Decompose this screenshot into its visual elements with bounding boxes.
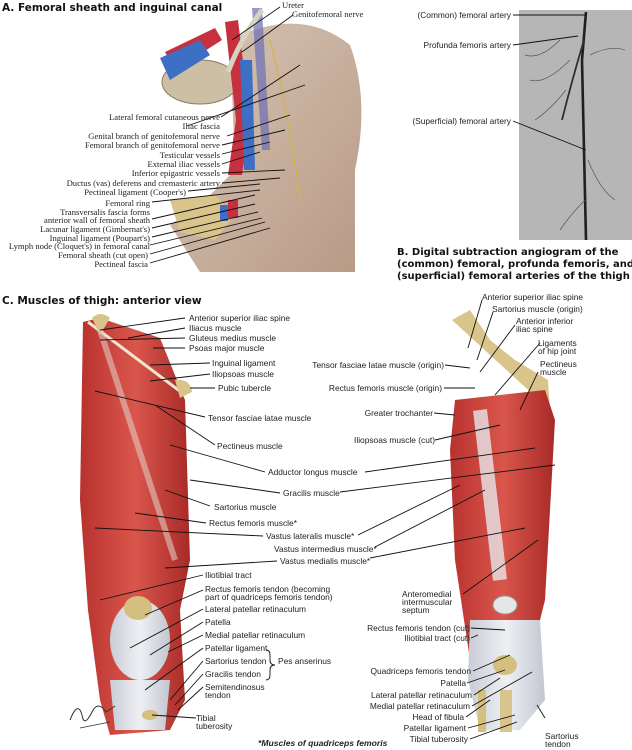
label-c-semitendinosus-1: Semitendinosus	[205, 682, 265, 692]
leader-lines	[94, 6, 587, 740]
netter-signature	[69, 705, 116, 729]
label-r-rectus-origin: Rectus femoris muscle (origin)	[328, 383, 442, 393]
label-external-iliac-vessels: External iliac vessels	[147, 159, 220, 169]
panel-c-left-thigh	[80, 314, 192, 735]
label-r-iliopsoas-cut: Iliopsoas muscle (cut)	[354, 435, 435, 445]
label-c-vastus-intermedius: Vastus intermedius muscle*	[274, 544, 377, 554]
label-r-sartorius-origin: Sartorius muscle (origin)	[492, 304, 583, 314]
panel-c-right-thigh	[450, 310, 555, 732]
panel-c-title: C. Muscles of thigh: anterior view	[2, 295, 202, 307]
label-c-gracilis-tendon: Gracilis tendon	[205, 669, 261, 679]
label-superficial-femoral-artery: (Superficial) femoral artery	[412, 116, 511, 126]
label-inguinal-ligament-poupart: Inguinal ligament (Poupart's)	[49, 233, 150, 243]
label-c-iliotibial-tract: Iliotibial tract	[205, 570, 252, 580]
label-c-rectus-tendon-2: part of quadriceps femoris tendon)	[205, 592, 333, 602]
label-r-medial-retinaculum: Medial patellar retinaculum	[369, 701, 470, 711]
label-c-lateral-patellar-retinaculum: Lateral patellar retinaculum	[205, 604, 307, 614]
label-c-iliacus: Iliacus muscle	[189, 323, 242, 333]
label-lacunar-ligament: Lacunar ligament (Gimbernat's)	[40, 224, 150, 234]
label-ureter: Ureter	[282, 0, 304, 10]
label-r-anteromedial-2: intermuscular	[402, 597, 453, 607]
label-r-lateral-retinaculum: Lateral patellar retinaculum	[370, 690, 472, 700]
label-c-tibial-tuberosity-1: Tibial	[196, 713, 216, 723]
label-c-asis: Anterior superior iliac spine	[189, 313, 291, 323]
label-c-psoas-major: Psoas major muscle	[189, 343, 265, 353]
label-r-sartorius-tendon-1: Sartorius	[545, 731, 579, 741]
footnote-quadriceps: *Muscles of quadriceps femoris	[258, 738, 388, 748]
label-c-gluteus-medius: Gluteus medius muscle	[189, 333, 277, 343]
label-r-anteromedial-1: Anteromedial	[402, 589, 452, 599]
label-r-rectus-tendon-cut: Rectus femoris tendon (cut)	[367, 623, 470, 633]
label-transversalis-fascia-2: anterior wall of femoral sheath	[44, 215, 150, 225]
label-testicular-vessels: Testicular vessels	[159, 150, 220, 160]
label-c-medial-patellar-retinaculum: Medial patellar retinaculum	[205, 630, 306, 640]
label-r-greater-trochanter: Greater trochanter	[364, 408, 433, 418]
label-c-adductor-longus: Adductor longus muscle	[268, 467, 358, 477]
label-femoral-ring: Femoral ring	[105, 198, 150, 208]
label-r-tibial-tuberosity: Tibial tuberosity	[409, 734, 468, 744]
label-inferior-epigastric-vessels: Inferior epigastric vessels	[131, 168, 220, 178]
panel-b-angiogram	[519, 10, 632, 241]
label-c-patella: Patella	[205, 617, 231, 627]
label-r-asis: Anterior superior iliac spine	[482, 292, 584, 302]
label-genital-branch: Genital branch of genitofemoral nerve	[88, 131, 220, 141]
label-pectineal-fascia: Pectineal fascia	[94, 259, 148, 269]
label-r-pectineus-2: muscle	[540, 367, 567, 377]
label-c-iliopsoas: Iliopsoas muscle	[212, 369, 274, 379]
label-iliac-fascia: Iliac fascia	[182, 121, 220, 131]
label-common-femoral-artery: (Common) femoral artery	[417, 10, 511, 20]
label-c-tensor-fasciae-latae: Tensor fasciae latae muscle	[208, 413, 312, 423]
label-c-sartorius: Sartorius muscle	[214, 502, 277, 512]
label-c-sartorius-tendon: Sartorius tendon	[205, 656, 267, 666]
label-r-tensor-origin: Tensor fasciae latae muscle (origin)	[312, 360, 444, 370]
label-c-tibial-tuberosity-2: tuberosity	[196, 721, 233, 731]
label-transversalis-fascia-1: Transversalis fascia forms	[60, 207, 150, 217]
label-genitofemoral-nerve: Genitofemoral nerve	[292, 9, 364, 19]
label-r-iliotibial-cut: Iliotibial tract (cut)	[404, 633, 470, 643]
label-r-ligaments-1: Ligaments	[538, 338, 577, 348]
label-femoral-branch: Femoral branch of genitofemoral nerve	[84, 140, 220, 150]
label-c-gracilis: Gracilis muscle	[283, 488, 340, 498]
label-c-rectus-tendon-1: Rectus femoris tendon (becoming	[205, 584, 331, 594]
label-r-anteromedial-3: septum	[402, 605, 430, 615]
label-r-quadriceps-tendon: Quadriceps femoris tendon	[370, 666, 471, 676]
label-c-pes-anserinus: Pes anserinus	[278, 656, 332, 666]
panel-a-title: A. Femoral sheath and inguinal canal	[2, 2, 223, 14]
label-lateral-femoral-cutaneous-nerve: Lateral femoral cutaneous nerve	[109, 112, 220, 122]
label-c-vastus-lateralis: Vastus lateralis muscle*	[266, 531, 355, 541]
label-lymph-node-cloquet: Lymph node (Cloquet's) in femoral canal	[8, 241, 150, 251]
label-r-patellar-ligament: Patellar ligament	[403, 723, 466, 733]
label-c-pubic-tubercle: Pubic tubercle	[218, 383, 272, 393]
label-r-patella: Patella	[440, 678, 466, 688]
label-c-pectineus: Pectineus muscle	[217, 441, 283, 451]
panel-b-caption: B. Digital subtraction angiogram of the …	[397, 247, 632, 282]
label-r-pectineus-1: Pectineus	[540, 359, 577, 369]
label-pectineal-ligament: Pectineal ligament (Cooper's)	[84, 187, 186, 197]
label-c-rectus-femoris: Rectus femoris muscle*	[209, 518, 297, 528]
label-femoral-sheath: Femoral sheath (cut open)	[58, 250, 148, 260]
label-profunda-femoris-artery: Profunda femoris artery	[423, 40, 511, 50]
label-c-semitendinosus-2: tendon	[205, 690, 231, 700]
label-r-aiis-1: Anterior inferior	[516, 316, 574, 326]
label-r-sartorius-tendon-2: tendon	[545, 739, 571, 749]
label-r-head-of-fibula: Head of fibula	[412, 712, 464, 722]
label-c-patellar-ligament: Patellar ligament	[205, 643, 268, 653]
label-c-vastus-medialis: Vastus medialis muscle*	[280, 556, 371, 566]
label-r-aiis-2: iliac spine	[516, 324, 553, 334]
label-ductus-deferens: Ductus (vas) deferens and cremasteric ar…	[66, 178, 220, 188]
label-r-ligaments-2: of hip joint	[538, 346, 577, 356]
label-c-inguinal-ligament: Inguinal ligament	[212, 358, 276, 368]
